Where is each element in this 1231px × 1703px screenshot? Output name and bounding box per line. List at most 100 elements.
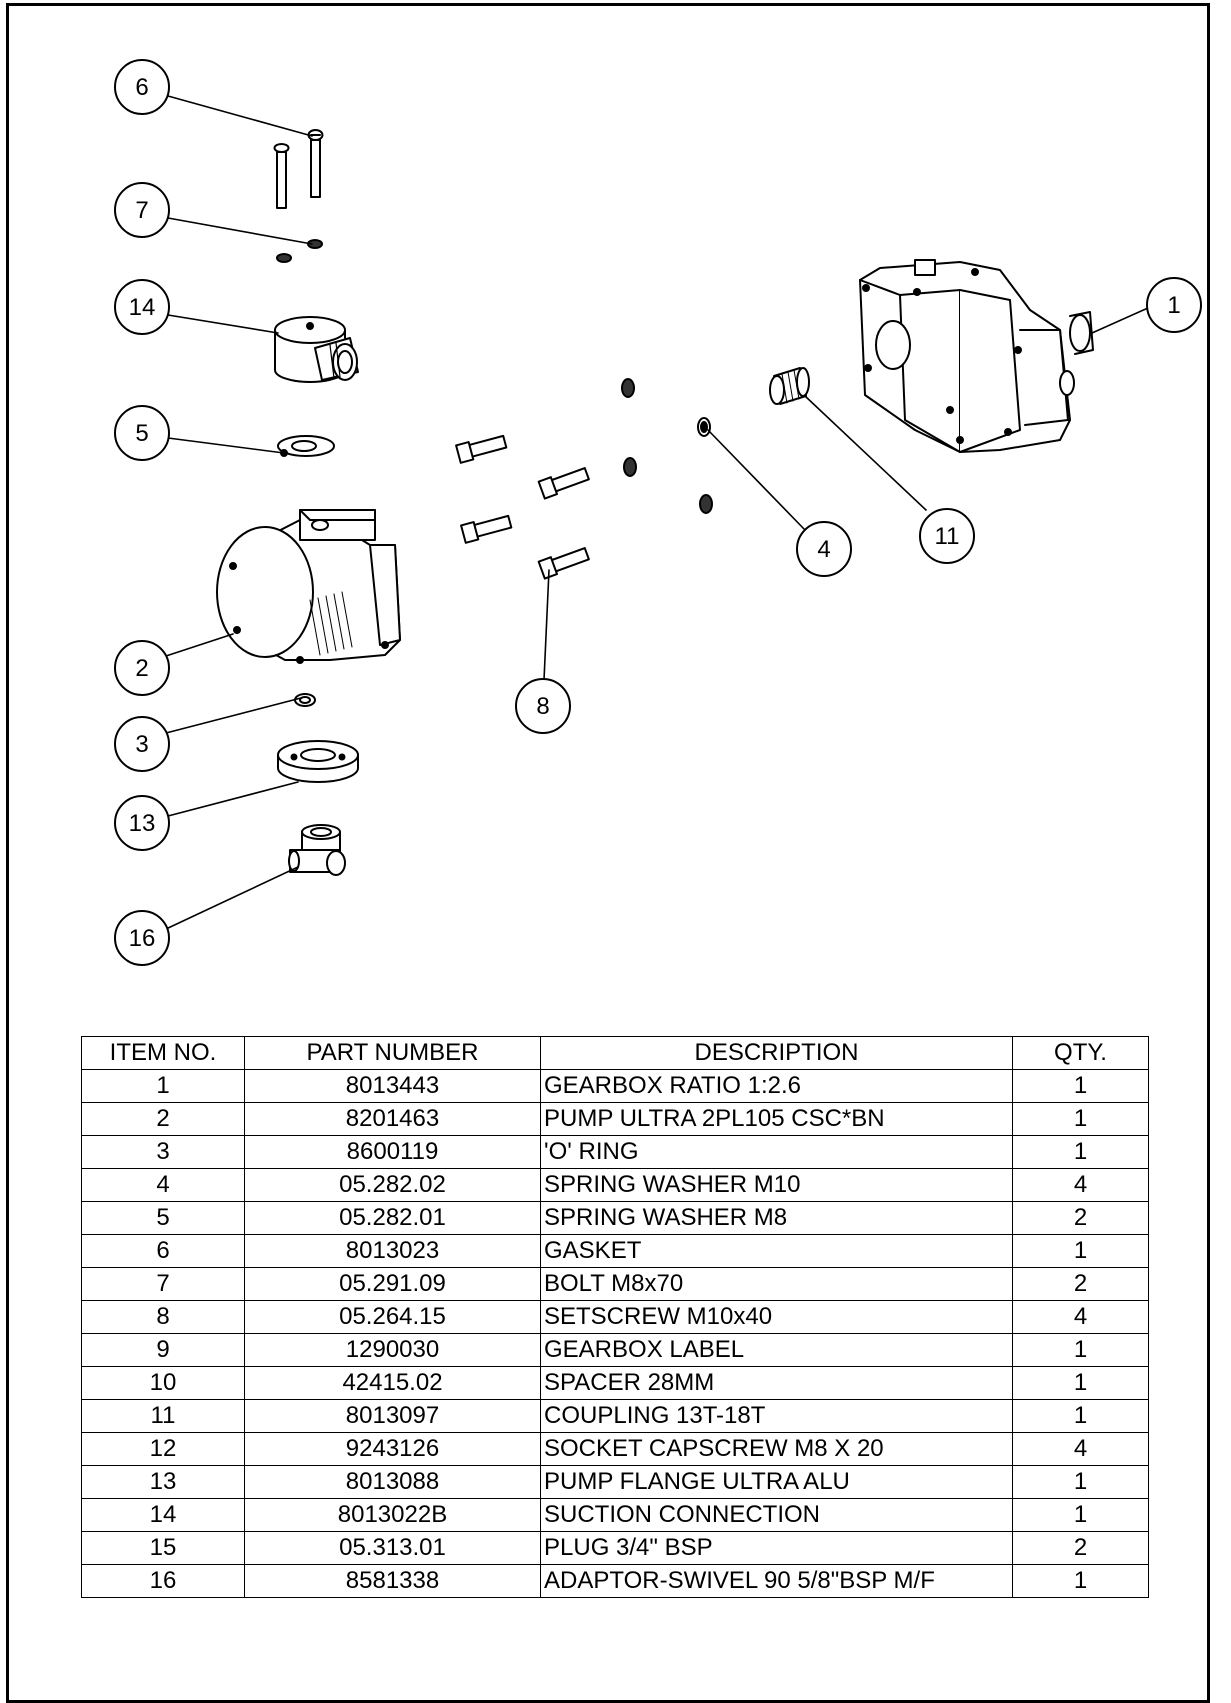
- description-cell: COUPLING 13T-18T: [540, 1399, 1013, 1433]
- item-no-cell: 2: [81, 1102, 245, 1136]
- exploded-assembly-drawing: 6 7 14 5 2 3 13 16 8 4 11 1: [114, 59, 1202, 966]
- description-cell: BOLT M8x70: [540, 1267, 1013, 1301]
- item-no-cell: 10: [81, 1366, 245, 1400]
- washer-pair-part: [276, 239, 323, 263]
- description-cell: 'O' RING: [540, 1135, 1013, 1169]
- balloon-7: 7: [114, 182, 170, 238]
- part-number-cell: 05.291.09: [244, 1267, 541, 1301]
- balloon-2: 2: [114, 640, 170, 696]
- suction-connection-part: [274, 316, 359, 383]
- pump-part: [216, 509, 401, 664]
- item-no-cell: 1: [81, 1069, 245, 1103]
- qty-cell: 1: [1012, 1069, 1149, 1103]
- item-no-cell: 14: [81, 1498, 245, 1532]
- header-description: DESCRIPTION: [540, 1036, 1013, 1070]
- svg-text:2: 2: [135, 655, 148, 682]
- description-cell: GASKET: [540, 1234, 1013, 1268]
- balloon-1: 1: [1146, 277, 1202, 333]
- spring-washer-set-part: [621, 378, 713, 514]
- o-ring-part: [294, 693, 316, 707]
- description-cell: PUMP ULTRA 2PL105 CSC*BN: [540, 1102, 1013, 1136]
- description-cell: GEARBOX LABEL: [540, 1333, 1013, 1367]
- svg-text:16: 16: [129, 925, 156, 952]
- balloon-16: 16: [114, 910, 170, 966]
- svg-text:14: 14: [129, 294, 156, 321]
- balloon-3: 3: [114, 716, 170, 772]
- qty-cell: 1: [1012, 1465, 1149, 1499]
- description-cell: GEARBOX RATIO 1:2.6: [540, 1069, 1013, 1103]
- description-cell: ADAPTOR-SWIVEL 90 5/8"BSP M/F: [540, 1564, 1013, 1598]
- item-no-cell: 9: [81, 1333, 245, 1367]
- item-no-cell: 11: [81, 1399, 245, 1433]
- item-no-cell: 8: [81, 1300, 245, 1334]
- leader-lines: [165, 95, 1149, 930]
- description-cell: SPRING WASHER M8: [540, 1201, 1013, 1235]
- description-cell: SUCTION CONNECTION: [540, 1498, 1013, 1532]
- svg-text:8: 8: [536, 693, 549, 720]
- item-no-cell: 16: [81, 1564, 245, 1598]
- header-item-no: ITEM NO.: [81, 1036, 245, 1070]
- part-number-cell: 42415.02: [244, 1366, 541, 1400]
- item-no-cell: 13: [81, 1465, 245, 1499]
- table-header-row: ITEM NO. PART NUMBER DESCRIPTION QTY.: [81, 1036, 1149, 1070]
- qty-cell: 1: [1012, 1564, 1149, 1598]
- svg-text:7: 7: [135, 197, 148, 224]
- part-number-cell: 8201463: [244, 1102, 541, 1136]
- balloon-4: 4: [796, 521, 852, 577]
- svg-text:13: 13: [129, 810, 156, 837]
- qty-cell: 1: [1012, 1366, 1149, 1400]
- coupling-part: [769, 367, 810, 405]
- bolt-pair-part: [273, 129, 324, 209]
- balloon-5: 5: [114, 405, 170, 461]
- part-number-cell: 05.282.02: [244, 1168, 541, 1202]
- qty-cell: 2: [1012, 1531, 1149, 1565]
- gearbox-part: [859, 259, 1094, 453]
- part-number-cell: 8013097: [244, 1399, 541, 1433]
- balloon-13: 13: [114, 795, 170, 851]
- part-number-cell: 8600119: [244, 1135, 541, 1169]
- adaptor-swivel-part: [288, 824, 346, 876]
- part-number-cell: 8013023: [244, 1234, 541, 1268]
- balloon-6: 6: [114, 59, 170, 115]
- svg-text:1: 1: [1167, 292, 1180, 319]
- part-number-cell: 8013443: [244, 1069, 541, 1103]
- qty-cell: 1: [1012, 1135, 1149, 1169]
- qty-cell: 1: [1012, 1102, 1149, 1136]
- qty-cell: 1: [1012, 1234, 1149, 1268]
- svg-text:6: 6: [135, 74, 148, 101]
- qty-cell: 2: [1012, 1201, 1149, 1235]
- qty-cell: 1: [1012, 1399, 1149, 1433]
- item-no-cell: 15: [81, 1531, 245, 1565]
- part-number-cell: 1290030: [244, 1333, 541, 1367]
- pump-flange-part: [277, 740, 359, 783]
- part-number-cell: 8013088: [244, 1465, 541, 1499]
- description-cell: SPRING WASHER M10: [540, 1168, 1013, 1202]
- header-qty: QTY.: [1012, 1036, 1149, 1070]
- gasket-part: [277, 435, 335, 457]
- part-number-cell: 8581338: [244, 1564, 541, 1598]
- item-no-cell: 6: [81, 1234, 245, 1268]
- description-cell: PLUG 3/4" BSP: [540, 1531, 1013, 1565]
- setscrew-set-part: [455, 434, 590, 580]
- balloon-14: 14: [114, 279, 170, 335]
- svg-text:11: 11: [935, 523, 960, 550]
- balloon-11: 11: [919, 508, 975, 564]
- description-cell: SPACER 28MM: [540, 1366, 1013, 1400]
- balloon-8: 8: [515, 678, 571, 734]
- description-cell: PUMP FLANGE ULTRA ALU: [540, 1465, 1013, 1499]
- qty-cell: 2: [1012, 1267, 1149, 1301]
